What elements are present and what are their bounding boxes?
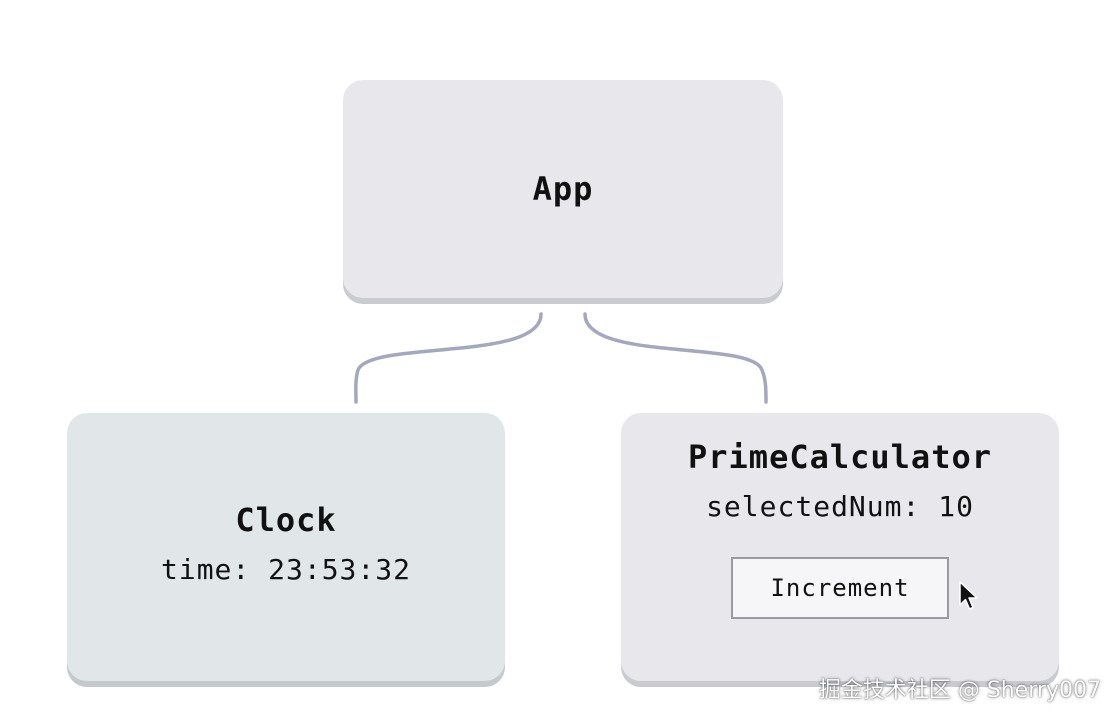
app-node-title: App [532,170,594,208]
watermark-text: 掘金技术社区 @ Sherry007 [818,678,1101,703]
connector-app-prime [583,312,768,404]
clock-node: Clock time: 23:53:32 [67,413,505,681]
prime-calculator-node-title: PrimeCalculator [688,437,992,476]
mouse-pointer-icon [958,580,980,617]
prime-calculator-node: PrimeCalculator selectedNum: 10 Incremen… [621,413,1059,681]
app-node: App [343,80,783,298]
increment-button[interactable]: Increment [731,556,949,619]
selected-num-value: selectedNum: 10 [706,489,974,523]
connector-app-clock [354,312,543,404]
clock-node-title: Clock [235,500,337,539]
clock-time-value: time: 23:53:32 [160,552,411,586]
